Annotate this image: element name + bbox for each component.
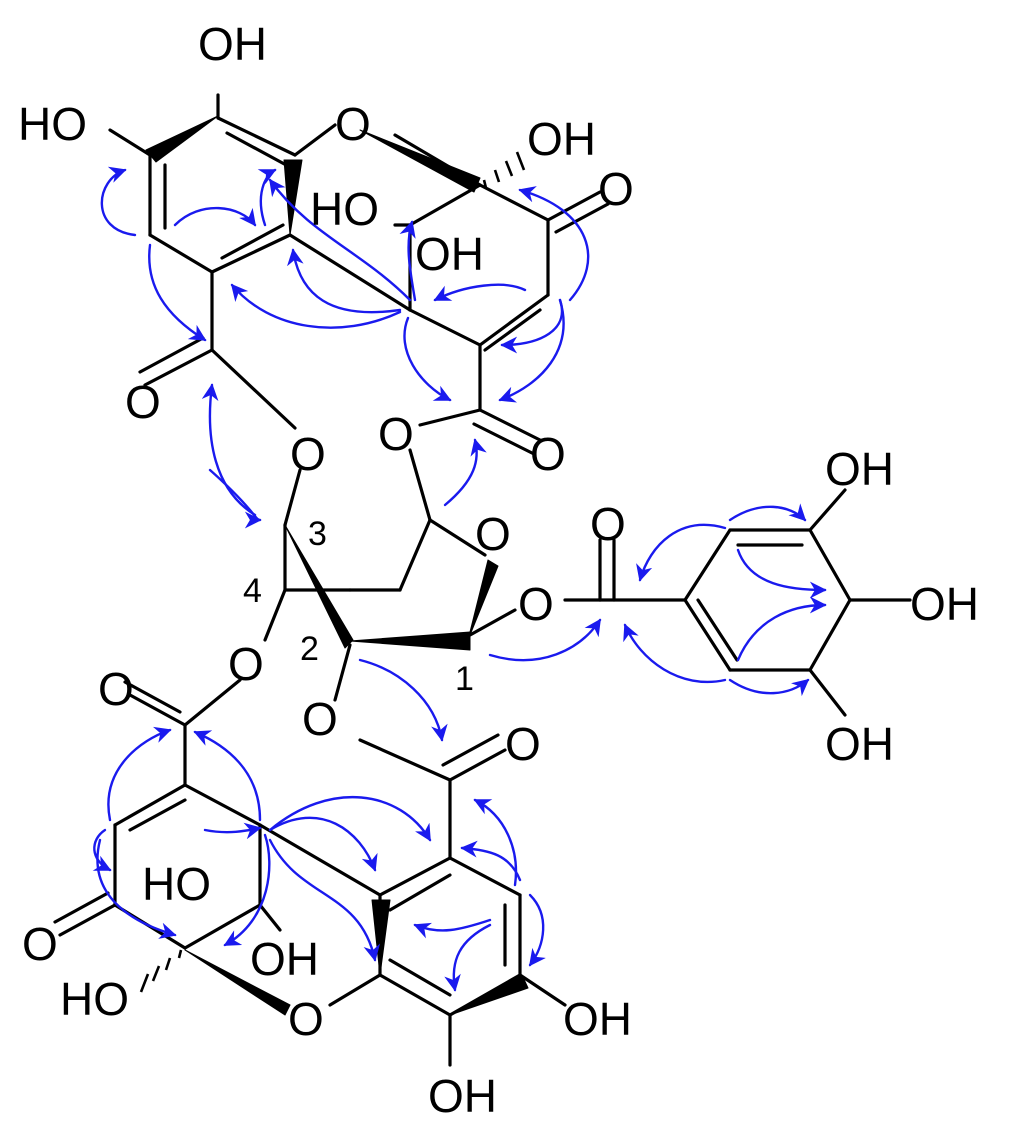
atom-label-oh-bottom-right: OH — [563, 993, 632, 1045]
atom-label-o-galloyl-carbonyl: O — [590, 498, 626, 550]
position-number-3: 3 — [308, 515, 327, 553]
atom-label-o-ester-link-2: O — [302, 693, 338, 745]
atom-label-o-pyranose: O — [475, 508, 511, 560]
atom-label-oh-hydrate-top: OH — [415, 228, 484, 280]
atom-label-oh-top-right: OH — [527, 113, 596, 165]
atom-label-o-ester-carbonyl-bottom-left: O — [98, 663, 134, 715]
atom-label-ho-hydrate-bottom: HO — [142, 858, 211, 910]
atom-label-o-ester-carbonyl-bottom-right: O — [505, 718, 541, 770]
atom-label-o-ester-carbonyl-top-right: O — [530, 428, 566, 480]
atom-label-ho-bottom-left: HO — [60, 973, 129, 1025]
atom-label-oh-hydrate-bottom: OH — [250, 933, 319, 985]
atom-label-o-ester-link-3: O — [290, 428, 326, 480]
atom-label-oh-bottom: OH — [428, 1070, 497, 1122]
position-numbers: 3 4 2 1 — [243, 515, 474, 698]
atom-label-oh-galloyl-top: OH — [825, 443, 894, 495]
atom-label-ho-hydrate-top: HO — [310, 183, 379, 235]
atom-label-oh-galloyl-mid: OH — [910, 578, 979, 630]
wedge-bonds — [145, 115, 529, 1016]
atom-label-o-ester-link-6: O — [378, 408, 414, 460]
atom-label-o-ketone-bottom: O — [22, 918, 58, 970]
atom-label-o-ester-link-4: O — [228, 638, 264, 690]
hashed-bonds — [139, 151, 526, 993]
atom-labels: OH HO O OH HO OH O O O O O O O O OH OH O… — [18, 18, 979, 1122]
position-number-4: 4 — [243, 572, 262, 610]
atom-label-ho-top-left: HO — [18, 98, 87, 150]
atom-label-o-ring-bottom: O — [288, 993, 324, 1045]
atom-label-o-ester-carbonyl-top-left: O — [125, 376, 161, 428]
position-number-2: 2 — [300, 630, 319, 668]
atom-label-o-ketone-top: O — [598, 163, 634, 215]
atom-label-o-ring-top: O — [335, 98, 371, 150]
atom-label-oh-top: OH — [198, 18, 267, 70]
position-number-1: 1 — [455, 660, 474, 698]
atom-label-oh-galloyl-bottom: OH — [825, 718, 894, 770]
hmbc-arrows — [92, 166, 827, 992]
atom-label-o-anomeric: O — [518, 578, 554, 630]
